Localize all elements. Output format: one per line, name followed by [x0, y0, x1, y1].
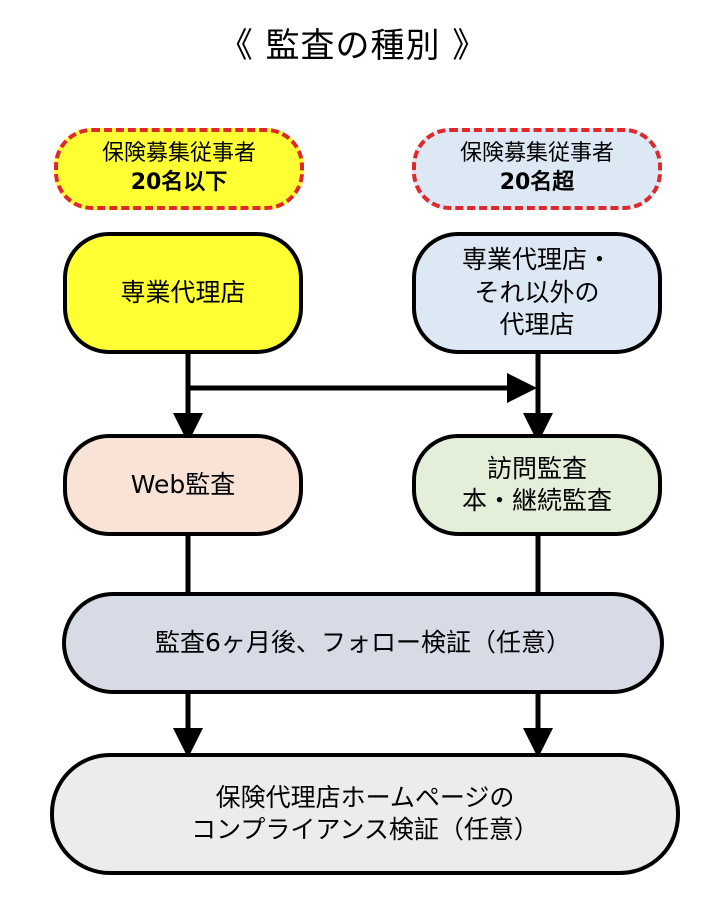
- tag-under-20: 保険募集従事者 20名以下: [54, 128, 304, 210]
- box-visit-audit-line2: 本・継続監査: [461, 486, 612, 515]
- box-other-agency-line3: 代理店: [499, 310, 575, 340]
- box-follow-up-label: 監査6ヶ月後、フォロー検証（任意）: [155, 627, 571, 657]
- tag-over-20-line1: 保険募集従事者: [459, 141, 614, 167]
- box-web-audit-label: Web監査: [130, 469, 236, 499]
- box-compliance-line1: 保険代理店ホームページの: [215, 782, 515, 812]
- diagram-title: 《 監査の種別 》: [218, 26, 488, 66]
- box-visit-audit: 訪問監査 本・継続監査: [412, 434, 662, 536]
- box-other-agency-line1: 専業代理店・: [461, 245, 612, 275]
- box-visit-audit-line1: 訪問監査: [486, 453, 587, 483]
- tag-over-20: 保険募集従事者 20名超: [412, 128, 662, 210]
- box-compliance-line2: コンプライアンス検証（任意）: [191, 815, 539, 844]
- box-compliance-verification: 保険代理店ホームページの コンプライアンス検証（任意）: [50, 753, 680, 875]
- box-exclusive-agency: 専業代理店: [63, 232, 303, 354]
- box-other-agency-line2: それ以外の: [474, 277, 600, 307]
- box-follow-up-verification: 監査6ヶ月後、フォロー検証（任意）: [62, 592, 664, 694]
- tag-over-20-line2: 20名超: [499, 170, 575, 195]
- box-other-agency: 専業代理店・ それ以外の 代理店: [412, 232, 662, 354]
- box-exclusive-agency-label: 専業代理店: [120, 277, 246, 307]
- box-web-audit: Web監査: [63, 434, 303, 536]
- tag-under-20-line2: 20名以下: [130, 170, 228, 195]
- tag-under-20-line1: 保険募集従事者: [101, 141, 256, 167]
